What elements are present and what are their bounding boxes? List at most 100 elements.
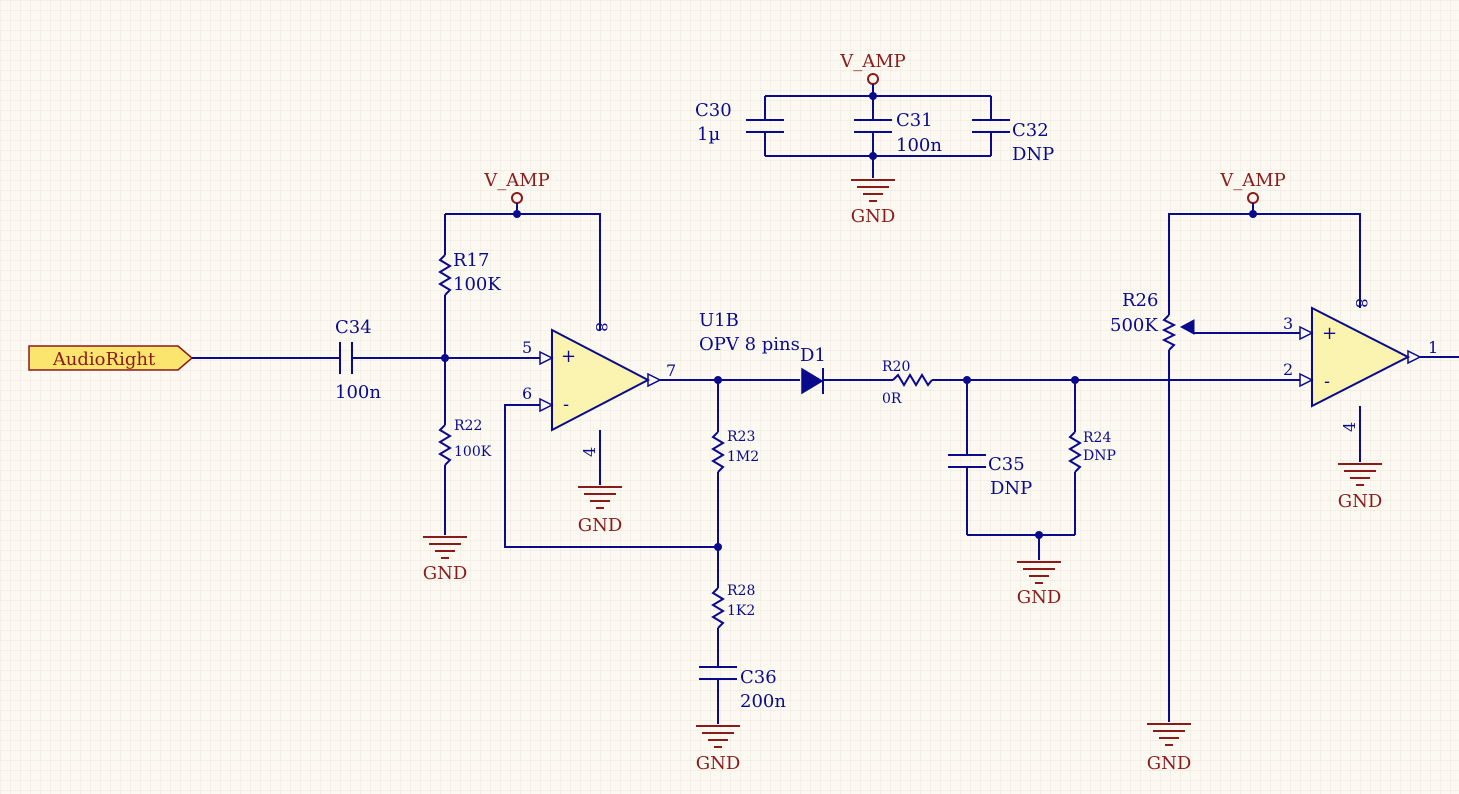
resistor-r24[interactable]: R24 DNP: [1068, 430, 1116, 473]
junction-dot: [869, 92, 877, 100]
value-r20: 0R: [882, 391, 902, 407]
capacitor-c30[interactable]: C30 1µ: [695, 100, 784, 145]
value-r23: 1M2: [727, 449, 759, 465]
value-c34: 100n: [335, 382, 381, 403]
ref-d1: D1: [800, 345, 826, 366]
pin-arrow: [539, 350, 554, 366]
value-r26: 500K: [1110, 315, 1158, 336]
ref-c36: C36: [740, 667, 777, 688]
opamp-u1b[interactable]: + - 5 6 7 8 4 U1B OPV 8 pins: [522, 310, 800, 457]
plus-sign: +: [1322, 323, 1337, 344]
capacitor-c31[interactable]: C31 100n: [854, 110, 942, 156]
ground-label: GND: [696, 753, 741, 774]
value-c31: 100n: [896, 135, 942, 156]
value-c35: DNP: [990, 478, 1032, 499]
power-port-vamp-left[interactable]: V_AMP: [483, 170, 550, 214]
pin-arrow: [647, 372, 662, 388]
ref-c32: C32: [1012, 120, 1049, 141]
value-c32: DNP: [1012, 144, 1054, 165]
ground-symbol-c35[interactable]: GND: [1017, 561, 1062, 608]
ref-r20: R20: [882, 359, 910, 375]
power-port-label: V_AMP: [483, 170, 550, 191]
ref-r23: R23: [727, 429, 755, 445]
ground-symbol-u1a[interactable]: GND: [1338, 463, 1383, 512]
ref-r26: R26: [1122, 290, 1158, 311]
potentiometer-r26[interactable]: R26 500K: [1110, 290, 1195, 351]
junction-dot: [1249, 210, 1257, 218]
pin-arrow: [1299, 325, 1314, 341]
pin-arrow: [1299, 372, 1314, 388]
pin-number: 2: [1283, 360, 1293, 379]
opamp-body: [551, 328, 651, 432]
junction-dot: [714, 543, 722, 551]
ref-r17: R17: [453, 250, 489, 271]
ref-r28: R28: [727, 583, 755, 599]
pin-arrow: [1407, 349, 1422, 365]
capacitor-c34[interactable]: C34 100n: [335, 317, 381, 403]
pin-number: 4: [580, 447, 599, 457]
input-stage: AudioRight C34 100n V_AMP R17 100K R22 1: [28, 170, 601, 584]
value-r28: 1K2: [727, 603, 755, 619]
ground-symbol-r22[interactable]: GND: [423, 536, 468, 584]
resistor-r20[interactable]: R20 0R: [882, 359, 933, 407]
wiper-arrow: [1179, 319, 1195, 335]
ref-c30: C30: [695, 100, 732, 121]
ground-symbol-r26[interactable]: GND: [1147, 723, 1192, 774]
power-port-label: V_AMP: [1219, 170, 1286, 191]
ground-label: GND: [851, 206, 896, 227]
pin-number: 8: [592, 322, 611, 332]
pin-number: 7: [666, 361, 676, 380]
pin-number: 8: [1352, 298, 1371, 308]
net-label-flag: [28, 345, 194, 371]
junction-dot: [513, 210, 521, 218]
value-c30: 1µ: [697, 124, 720, 145]
minus-sign: -: [563, 394, 569, 415]
value-c36: 200n: [740, 691, 786, 712]
plus-sign: +: [561, 346, 576, 367]
capacitor-c32[interactable]: C32 DNP: [972, 119, 1054, 165]
ground-symbol-u1b[interactable]: GND: [578, 486, 623, 536]
ref-c31: C31: [896, 110, 933, 131]
ground-label: GND: [1338, 491, 1383, 512]
pin-number: 6: [522, 384, 532, 403]
resistor-r23[interactable]: R23 1M2: [711, 429, 759, 473]
net-label-audioright[interactable]: AudioRight: [28, 345, 194, 371]
ground-label: GND: [1147, 753, 1192, 774]
feedback-network: R23 1M2 R28 1K2 C36 200n GND: [660, 376, 800, 774]
ref-c35: C35: [988, 454, 1025, 475]
value-r17: 100K: [453, 274, 501, 295]
ground-symbol-caps[interactable]: GND: [851, 179, 896, 227]
ground-label: GND: [423, 563, 468, 584]
minus-sign: -: [1324, 371, 1330, 392]
diode-d1[interactable]: D1: [800, 345, 826, 395]
resistor-r28[interactable]: R28 1K2: [711, 583, 755, 629]
opamp-u1a[interactable]: + - 3 2 1 8 4: [1283, 298, 1438, 432]
power-port-label: V_AMP: [839, 51, 906, 72]
resistor-r17[interactable]: R17 100K: [438, 250, 501, 296]
rectifier-stage: D1 R20 0R C35 DNP R24 DNP: [800, 345, 1300, 608]
net-label-text: AudioRight: [52, 349, 156, 370]
ref-r24: R24: [1083, 430, 1111, 446]
ground-label: GND: [1017, 587, 1062, 608]
pin-number: 1: [1428, 338, 1438, 357]
ground-label: GND: [578, 515, 623, 536]
bypass-capacitor-group: V_AMP C30 1µ C31 100n C32 DNP: [695, 51, 1054, 227]
power-port-vamp-right[interactable]: V_AMP: [1219, 170, 1286, 214]
value-r22: 100K: [454, 444, 492, 460]
opamp-body: [1311, 306, 1411, 408]
ref-u1b: U1B: [699, 310, 739, 331]
ref-r22: R22: [454, 418, 482, 434]
value-u1b: OPV 8 pins: [699, 334, 800, 355]
ref-c34: C34: [335, 317, 372, 338]
diode-triangle: [801, 367, 824, 395]
resistor-r22[interactable]: R22 100K: [438, 418, 492, 466]
ground-symbol-c36[interactable]: GND: [696, 725, 741, 774]
capacitor-c36[interactable]: C36 200n: [699, 666, 786, 712]
value-r24: DNP: [1083, 448, 1116, 464]
power-port-vamp-top[interactable]: V_AMP: [839, 51, 906, 96]
pin-number: 5: [522, 338, 532, 357]
output-stage: V_AMP R26 500K GND + - 3: [1110, 170, 1459, 774]
pin-number: 4: [1340, 422, 1359, 432]
